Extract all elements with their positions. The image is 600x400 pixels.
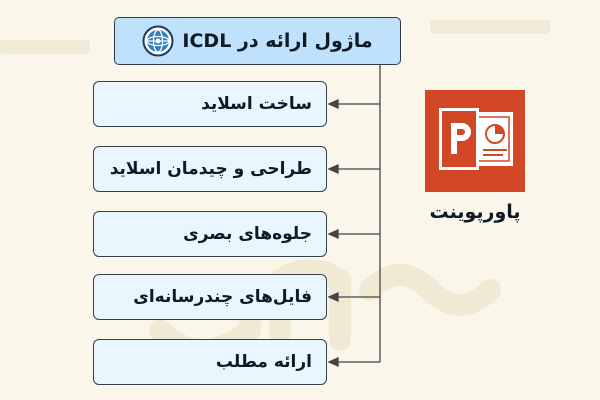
connector-arrows [327, 98, 380, 368]
item-label: فایل‌های چندرسانه‌ای [133, 287, 312, 307]
item-label: جلوه‌های بصری [183, 224, 312, 244]
diagram-title-box: ماژول ارائه در ICDL [114, 17, 401, 65]
item-label: ساخت اسلاید [201, 94, 312, 114]
item-box-multimedia-files: فایل‌های چندرسانه‌ای [93, 274, 327, 320]
item-box-presentation: ارائه مطلب [93, 339, 327, 385]
icdl-globe-logo-icon [142, 25, 174, 57]
item-box-slide-creation: ساخت اسلاید [93, 81, 327, 127]
diagram-title: ماژول ارائه در ICDL [182, 30, 373, 52]
item-label: ارائه مطلب [215, 352, 312, 372]
powerpoint-label: پاورپوینت [429, 201, 521, 223]
item-box-slide-design: طراحی و چیدمان اسلاید [93, 146, 327, 192]
powerpoint-icon [425, 90, 525, 192]
item-label: طراحی و چیدمان اسلاید [109, 159, 312, 179]
item-box-visual-effects: جلوه‌های بصری [93, 211, 327, 257]
